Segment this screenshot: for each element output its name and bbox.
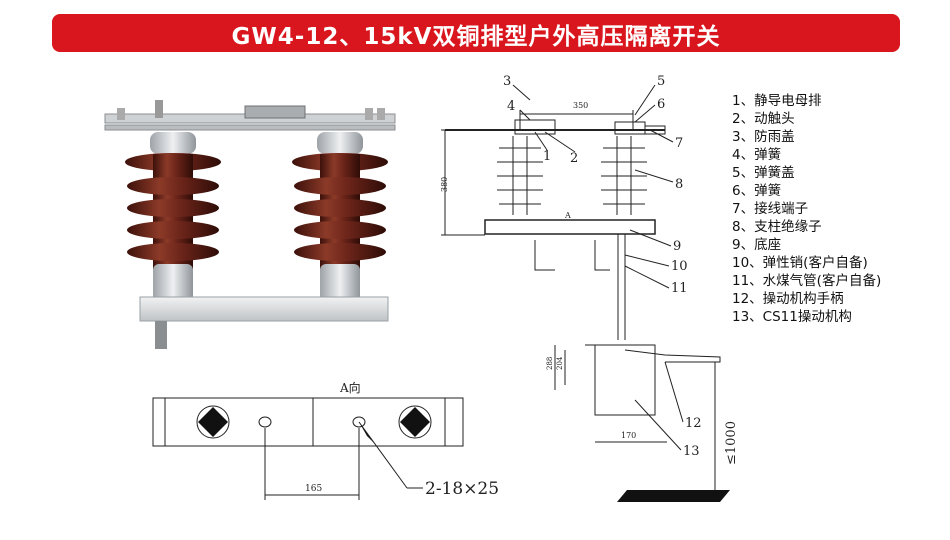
callout-8: 8 — [675, 177, 683, 192]
callout-10: 10 — [671, 259, 688, 274]
dim-170: 170 — [621, 431, 636, 440]
callout-5: 5 — [657, 74, 665, 89]
base-frame — [139, 296, 389, 322]
title-banner: GW4-12、15kV双铜排型户外高压隔离开关 — [52, 14, 900, 52]
right-insulator — [292, 132, 388, 302]
legend-item: 11、水煤气管(客户自备) — [732, 273, 882, 289]
view-label: A向 — [339, 380, 361, 395]
callout-7: 7 — [675, 136, 683, 151]
engineering-drawing: 350 380 A 288 204 170 ≤1000 3 4 1 — [440, 74, 735, 502]
legend-item: 4、弹簧 — [732, 147, 782, 163]
hole-spec: 2-18×25 — [425, 479, 499, 499]
callout-3: 3 — [503, 74, 511, 89]
callout-9: 9 — [673, 239, 681, 254]
drawing-right-insulator — [601, 136, 647, 215]
legend-item: 1、静导电母排 — [732, 93, 822, 109]
callout-11: 11 — [671, 281, 688, 296]
legend-item: 9、底座 — [732, 237, 782, 253]
dim-165: 165 — [305, 484, 322, 494]
callout-4: 4 — [507, 99, 515, 114]
callout-6: 6 — [657, 97, 665, 112]
legend-item: 6、弹簧 — [732, 183, 782, 199]
legend-item: 5、弹簧盖 — [732, 165, 795, 181]
page-title: GW4-12、15kV双铜排型户外高压隔离开关 — [231, 24, 721, 50]
dim-350: 350 — [573, 101, 588, 110]
a-direction-view: A向 2-18×25 165 — [152, 380, 499, 500]
parts-legend: 1、静导电母排 2、动触头 3、防雨盖 4、弹簧 5、弹簧盖 6、弹簧 7、接线… — [732, 92, 881, 326]
callout-13: 13 — [683, 444, 700, 459]
legend-item: 13、CS11操动机构 — [732, 309, 852, 325]
legend-item: 7、接线端子 — [732, 201, 809, 217]
callout-2: 2 — [570, 151, 578, 166]
legend-item: 12、操动机构手柄 — [732, 291, 844, 307]
dim-204: 204 — [556, 356, 564, 370]
dim-288: 288 — [546, 357, 554, 370]
legend-item: 3、防雨盖 — [732, 129, 795, 145]
dim-1000: ≤1000 — [724, 421, 735, 465]
legend-item: 2、动触头 — [732, 111, 795, 127]
drawing-left-insulator — [497, 136, 543, 215]
dim-380: 380 — [440, 177, 449, 192]
legend-item: 10、弹性销(客户自备) — [732, 255, 868, 271]
label-a: A — [564, 211, 571, 220]
product-photo — [104, 100, 396, 349]
callout-1: 1 — [543, 149, 551, 164]
legend-item: 8、支柱绝缘子 — [732, 219, 822, 235]
left-insulator — [125, 132, 221, 302]
callout-12: 12 — [685, 416, 702, 431]
